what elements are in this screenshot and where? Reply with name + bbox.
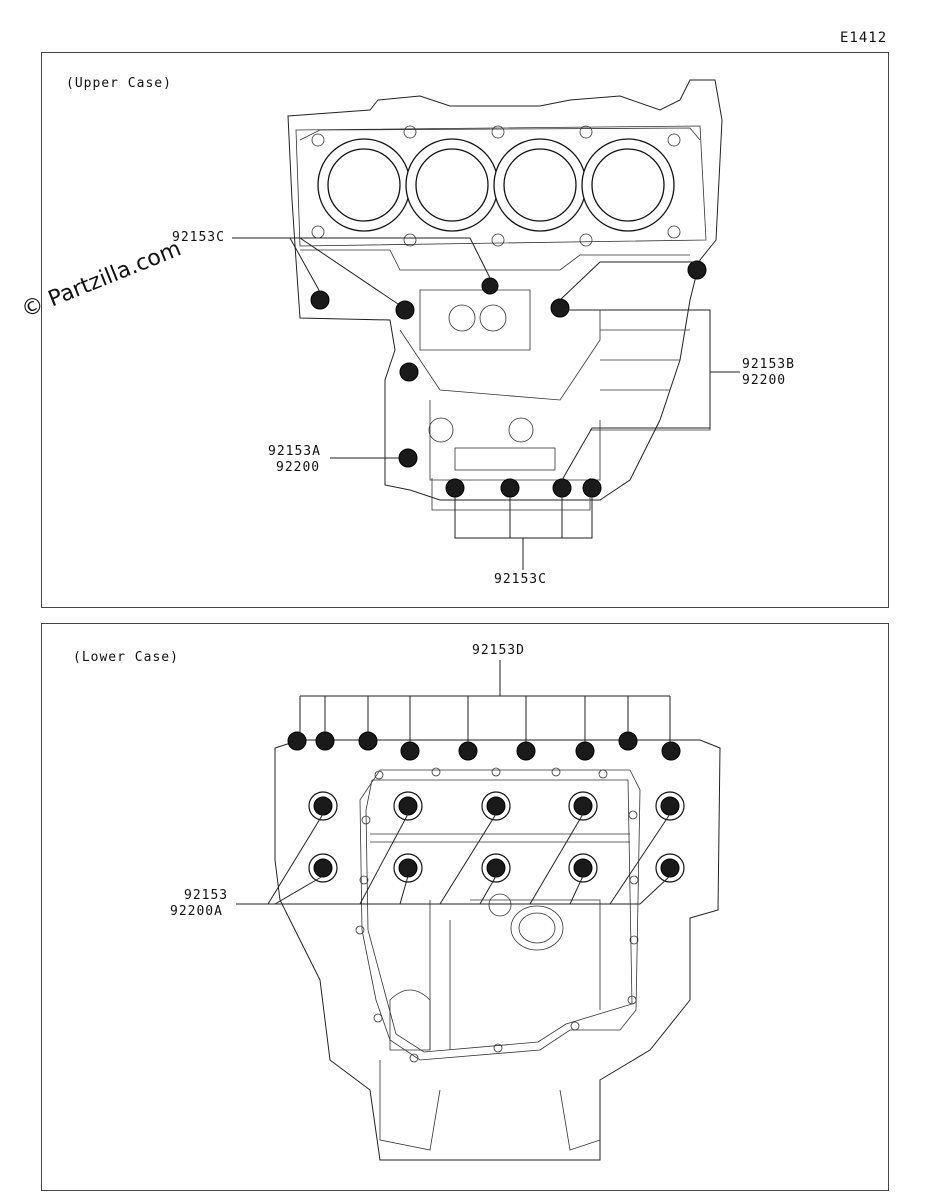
callout-92153a: 92153A [268, 444, 321, 459]
lower-crankcase-drawing [236, 660, 721, 1161]
callout-92200-right: 92200 [742, 373, 787, 388]
lower-case-panel [41, 623, 889, 1191]
callout-92200-left: 92200 [276, 460, 321, 475]
callout-92153c-top: 92153C [172, 230, 225, 245]
lower-case-label: (Lower Case) [73, 650, 179, 665]
diagram-code: E1412 [840, 30, 888, 46]
callout-92153d: 92153D [472, 643, 525, 658]
callout-92200a: 92200A [170, 904, 223, 919]
callout-92153b: 92153B [742, 357, 795, 372]
upper-case-label: (Upper Case) [66, 76, 172, 91]
upper-crankcase-drawing [232, 79, 740, 570]
callout-92153c-bottom: 92153C [494, 572, 547, 587]
upper-case-panel [41, 52, 889, 608]
callout-92153: 92153 [184, 888, 229, 903]
